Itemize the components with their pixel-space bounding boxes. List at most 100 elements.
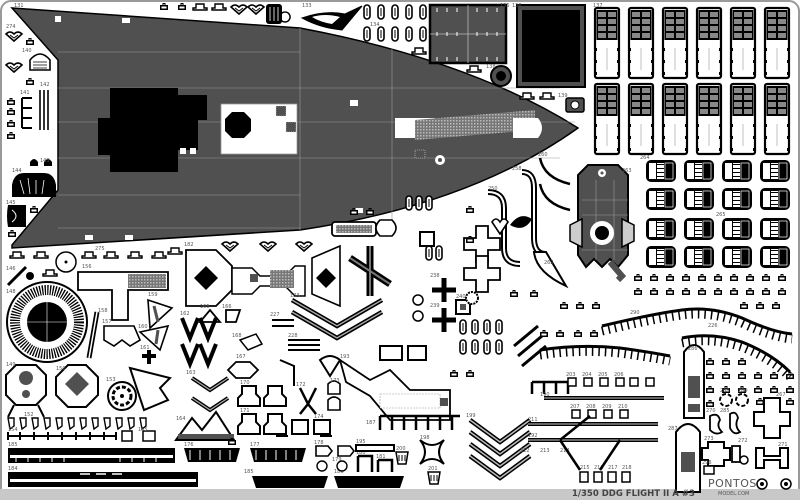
sheet-title: 1/350 DDG FLIGHT II A #3 [572,489,695,499]
box-part-c: 273 272 296 [701,436,749,475]
bench-h-label: 210 [618,404,628,410]
basket-c-label: 185 [244,469,254,475]
mesh-grille: 241 [330,216,377,237]
bow-anti-slip-mesh [415,110,535,140]
grille-small-label: 240 [456,294,466,300]
seat-row: 275 146 [6,246,183,287]
cross-b-label: 239 [430,303,440,309]
x-frame: 193 [338,354,451,421]
black-panel: 136 [512,3,586,88]
chair-set: 170 171 172 173 174 [237,378,341,435]
curved-railing-a: 290 [600,307,793,344]
tray-label: 195 [356,439,366,445]
rail-b-label: 192 [528,433,538,439]
railing-curve-a-label: 290 [630,310,640,316]
chairs-b-label: 171 [240,408,250,414]
cup-label: 285 [720,408,730,414]
bench-i-label: 211 [528,417,538,423]
x-frame-label: 193 [340,354,350,360]
door-small-label: 145 [6,200,16,206]
curve-b-label: 262 [544,260,554,266]
deck-part: 131 [10,3,580,249]
deck-label: 131 [14,3,24,9]
small-left-label: 143 [40,158,50,164]
locker-grid: 137 [592,3,792,156]
basket-a-label: 176 [184,442,194,448]
bench-o-label: 217 [608,465,618,471]
strip-b-label: 184 [8,466,18,472]
chevron-pair: 163 [186,370,230,413]
t-platform: 156 [77,264,169,321]
bell-label: 173 [330,378,340,384]
boat-part-b: 287 [668,423,701,493]
bench-f-label: 208 [586,404,596,410]
vents-label: 134 [370,22,380,28]
bench-b-label: 204 [582,372,592,378]
bracket-f-label: 264 [640,155,650,161]
diamond-platform: 182 [184,242,341,308]
box-139: 139 [558,93,585,113]
bench-k-label: 213 [540,448,550,454]
round-hatch-label: 138 [486,64,496,70]
rudder-label: 270 [706,408,716,414]
black-panel-label: 136 [512,3,522,9]
stacked-chevrons: 199 [466,413,530,478]
octagon-platform-left: 149 [5,362,47,418]
v-parts-label: 162 [180,311,190,317]
hinge-label: 174 [314,414,324,420]
curved-railing-b: 226 [681,323,794,381]
ladder-left-label: 141 [20,90,30,96]
gear-a-label: 271 [778,442,788,448]
railing-mid-label: 155 [138,427,148,433]
brand-site: MODEL.COM [718,491,749,497]
frame-a-label: 165 [200,304,210,310]
vent-group: 134 [363,4,427,42]
cross-parts: 238 239 240 [348,225,501,332]
sheet-caption: 1/350 DDG FLIGHT II A #3 PONTOS MODEL.CO… [572,477,756,499]
boat-label: 286 [688,346,698,352]
basket-d-label: 186 [334,469,344,475]
fret-bottom-bar [0,489,800,500]
arch-b-label: 181 [376,454,386,460]
mountain-label: 164 [176,416,186,422]
bench-p-label: 218 [622,465,632,471]
fence-label: 187 [366,420,376,426]
chevron-long-label: 183 [290,293,300,299]
octagon-right-label: 150 [56,366,66,372]
gear-b-label: 272 [738,438,748,444]
hull-pad-label: 263 [622,168,632,174]
railing-blocks [513,324,572,394]
railing-curve-b-label: 226 [708,323,718,329]
tray-part: 195 [355,439,395,452]
rail-long-label: 190 [540,392,550,398]
raft-grid: 264 265 [640,155,791,269]
cross-a-label: 238 [430,273,440,279]
curved-parts: 250 258 260 262 [487,152,571,289]
cross-shape-part: 267 271 [753,392,792,490]
top-seats [159,3,291,24]
long-strip-a: 185 [8,442,175,463]
bowl-label: 296 [702,460,712,466]
heart-left-label: 274 [6,24,16,30]
hull-pad: 263 [569,164,635,283]
bucket-parts: 200 201 [395,446,441,485]
long-chevrons-label: 199 [466,413,476,419]
cross-small-label: 161 [140,345,150,351]
railing-small-label: 154 [8,427,18,433]
crank-label: 146 [6,266,16,272]
grate-panel-label: 135 [500,3,510,9]
v-parts: 162 [180,311,218,370]
curve-c-label: 258 [512,166,522,172]
tri-b-label: 160 [138,324,148,330]
chevrons-label: 163 [186,370,196,376]
long-chevrons: 183 [290,293,384,341]
triangle-parts: 159 160 158 157 161 [86,292,174,412]
radar-box-label: 265 [716,212,726,218]
radar-dish: 148 [6,281,88,363]
bench-m-label: 215 [580,465,590,471]
seat-row-label: 275 [95,246,105,252]
bar-parts: 227 228 168 167 165 166 [198,304,320,379]
curve-a-label: 260 [538,152,548,158]
long-strip-b: 184 [8,466,198,487]
flower-b-label: 269 [738,388,748,394]
